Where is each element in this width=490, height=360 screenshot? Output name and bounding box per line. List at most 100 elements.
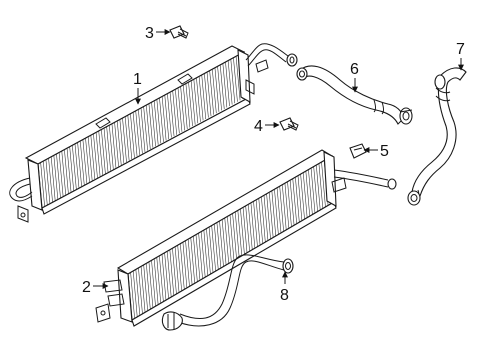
- cooler-fin: [140, 107, 146, 153]
- cooler-fin: [146, 263, 151, 310]
- cooler-fin: [190, 80, 196, 125]
- cooler-fin: [169, 249, 175, 296]
- cooler-fin: [198, 233, 203, 280]
- cooler-fin: [185, 240, 190, 287]
- cooler-fin: [253, 201, 258, 248]
- callout-1-label: 1: [133, 71, 142, 88]
- cooler-fin: [161, 254, 167, 301]
- cooler-fin: [153, 100, 159, 145]
- cooler-fin: [151, 260, 156, 307]
- cooler-fin: [135, 269, 141, 316]
- cooler-fin: [204, 73, 209, 118]
- cooler-fin: [153, 258, 159, 305]
- cooler-fin: [279, 186, 284, 233]
- cooler-fin: [43, 161, 48, 206]
- cooler-fin: [106, 126, 111, 171]
- cooler-fin: [172, 90, 177, 135]
- cooler-fin: [109, 125, 114, 170]
- cooler-fin: [316, 165, 321, 212]
- cooler-fin: [261, 196, 266, 243]
- cooler-fin: [87, 136, 93, 181]
- cooler-fin: [74, 143, 80, 188]
- callout-3-label: 3: [145, 25, 154, 42]
- cooler-fin: [166, 251, 172, 298]
- cooler-fin: [221, 219, 227, 266]
- cooler-fin: [217, 66, 222, 111]
- cooler-fin: [193, 79, 199, 124]
- cooler-fin: [227, 60, 233, 105]
- callout-1: 1: [133, 71, 142, 105]
- cooler-fin: [66, 148, 72, 193]
- cooler-fin: [48, 158, 53, 203]
- callout-5-label: 5: [380, 143, 389, 160]
- cooler-fin: [318, 163, 324, 210]
- callout-4-label: 4: [254, 118, 263, 135]
- cooler-fin: [229, 214, 235, 262]
- cooler-fin: [216, 222, 222, 269]
- cooler-fin: [82, 139, 88, 184]
- cooler-fin: [56, 153, 61, 198]
- cooler-fin: [114, 122, 119, 167]
- hose-6: [296, 65, 413, 125]
- cooler-fin: [248, 204, 253, 251]
- cooler-fin: [310, 168, 316, 215]
- cooler-fin: [98, 130, 104, 175]
- cooler-fin: [214, 67, 220, 112]
- cooler-fin: [58, 152, 64, 197]
- cooler-fin: [206, 72, 212, 117]
- cooler-fin: [308, 169, 313, 216]
- cooler-fin: [235, 56, 241, 101]
- cooler-fin: [203, 230, 209, 277]
- cooler-fin: [132, 270, 138, 317]
- callout-2-label: 2: [82, 279, 91, 296]
- callout-3: 3: [145, 25, 171, 42]
- cooler-fin: [127, 115, 133, 160]
- cooler-fin: [268, 192, 274, 239]
- cooler-fin: [164, 252, 169, 299]
- cooler-fin: [214, 224, 219, 271]
- cooler-fin: [196, 77, 201, 122]
- cooler-fin: [135, 110, 140, 155]
- cooler-fin: [212, 69, 217, 114]
- cooler-fin: [276, 187, 282, 234]
- cooler-fin: [143, 264, 148, 311]
- cooler-fin: [232, 213, 237, 260]
- cooler-fin: [103, 128, 109, 173]
- cooler-fin: [101, 129, 106, 174]
- cooler-fin: [233, 57, 238, 102]
- cooler-fin: [224, 218, 230, 265]
- cooler-fin: [156, 99, 162, 144]
- cooler-fin: [175, 89, 180, 134]
- cooler-fin: [321, 162, 326, 209]
- callout-4: 4: [254, 118, 280, 135]
- cooler-fin: [77, 142, 82, 187]
- cooler-fin: [140, 266, 146, 313]
- cooler-fin: [93, 133, 98, 178]
- callout-7-label: 7: [456, 41, 465, 58]
- cooler-fin: [138, 267, 143, 314]
- cooler-fin: [225, 62, 230, 107]
- cooler-fin: [159, 255, 164, 302]
- cooler-fin: [148, 103, 154, 148]
- cooler-fin: [151, 102, 156, 147]
- fitting-5: [349, 143, 367, 159]
- bolt-3: [169, 25, 189, 39]
- cooler-fin: [122, 118, 127, 163]
- cooler-fin: [208, 227, 214, 274]
- cooler-fin: [180, 243, 185, 290]
- cooler-fin: [190, 237, 196, 284]
- cooler-fin: [222, 63, 228, 108]
- cooler-fin: [130, 113, 135, 158]
- cooler-fin: [53, 155, 59, 200]
- cooler-fin: [187, 239, 193, 286]
- cooler-fin: [124, 116, 130, 161]
- cooler-fin: [242, 207, 248, 254]
- cooler-fin: [234, 211, 240, 258]
- callout-8: 8: [280, 271, 289, 304]
- cooler-fin: [237, 210, 243, 257]
- cooler-fin: [69, 146, 74, 191]
- cooler-fin: [90, 135, 96, 180]
- cooler-fin: [198, 76, 204, 121]
- hose-8: [161, 254, 294, 331]
- cooler-fin: [85, 138, 90, 183]
